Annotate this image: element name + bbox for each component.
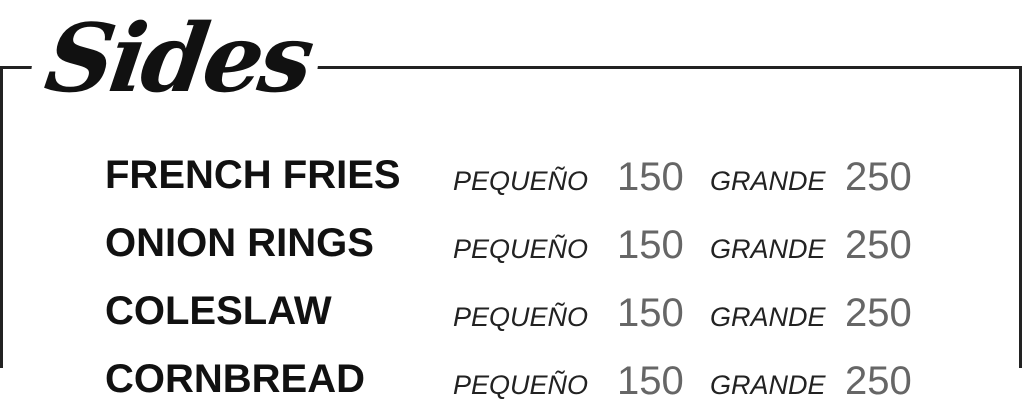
menu-item-list: FRENCH FRIES PEQUEÑO 150 GRANDE 250 ONIO…	[105, 146, 925, 418]
small-price: 150	[617, 291, 684, 335]
frame-right-border	[1019, 66, 1022, 368]
large-size-label: GRANDE	[710, 166, 826, 196]
menu-item-onion-rings: ONION RINGS PEQUEÑO 150 GRANDE 250	[105, 214, 925, 282]
small-price: 150	[617, 223, 684, 267]
menu-item-cornbread: CORNBREAD PEQUEÑO 150 GRANDE 250	[105, 350, 925, 418]
large-price: 250	[845, 223, 912, 267]
small-price: 150	[617, 359, 684, 403]
frame-left-border	[0, 66, 3, 368]
small-size-label: PEQUEÑO	[453, 166, 589, 196]
item-name: CORNBREAD	[105, 357, 365, 401]
small-size-label: PEQUEÑO	[453, 370, 589, 400]
large-price: 250	[845, 155, 912, 199]
menu-item-coleslaw: COLESLAW PEQUEÑO 150 GRANDE 250	[105, 282, 925, 350]
menu-item-french-fries: FRENCH FRIES PEQUEÑO 150 GRANDE 250	[105, 146, 925, 214]
large-price: 250	[845, 291, 912, 335]
item-name: ONION RINGS	[105, 221, 374, 265]
frame-top-border	[0, 66, 1022, 69]
large-size-label: GRANDE	[710, 302, 826, 332]
item-name: COLESLAW	[105, 289, 332, 333]
large-size-label: GRANDE	[710, 370, 826, 400]
item-name: FRENCH FRIES	[105, 153, 401, 197]
small-size-label: PEQUEÑO	[453, 234, 589, 264]
small-price: 150	[617, 155, 684, 199]
large-size-label: GRANDE	[710, 234, 826, 264]
small-size-label: PEQUEÑO	[453, 302, 589, 332]
large-price: 250	[845, 359, 912, 403]
menu-title: Sides	[24, 0, 328, 122]
